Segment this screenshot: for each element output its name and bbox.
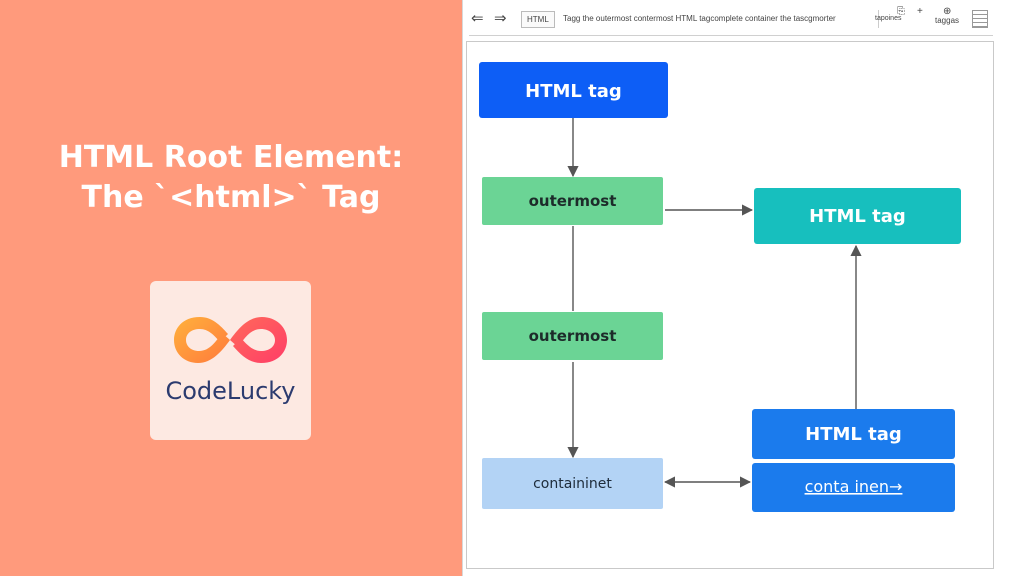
logo-text: CodeLucky — [165, 377, 296, 405]
node-top-html-tag-label: HTML tag — [525, 81, 622, 102]
node-outermost-1-label: outermost — [529, 192, 617, 210]
logo-card: CodeLucky — [150, 281, 311, 440]
node-container-right-label: conta inen→ — [805, 477, 903, 496]
browser-toolbar: ⇐ ⇒ HTML Tagg the outermost contermost H… — [467, 4, 995, 34]
arrow-left-icon[interactable]: ⇐ — [471, 10, 484, 27]
bookmark-icon[interactable]: ⎘ — [897, 6, 905, 17]
node-outermost-1[interactable]: outermost — [482, 177, 663, 225]
toolbar-divider — [878, 10, 879, 28]
node-right-html-tag-top[interactable]: HTML tag — [754, 188, 961, 244]
node-right-html-tag-top-label: HTML tag — [809, 206, 906, 227]
toolbar-extra-label: tapoines — [875, 15, 902, 22]
title-line-2: The `<html>` Tag — [81, 180, 381, 215]
node-outermost-2-label: outermost — [529, 327, 617, 345]
slide-title: HTML Root Element: The `<html>` Tag — [0, 138, 462, 218]
address-bar[interactable]: Tagg the outermost contermost HTML tagco… — [563, 14, 836, 23]
node-top-html-tag[interactable]: HTML tag — [479, 62, 668, 118]
node-right-html-tag-bottom[interactable]: HTML tag — [752, 409, 955, 459]
menu-icon[interactable] — [972, 10, 988, 28]
toolbar-divider-line — [469, 35, 993, 36]
node-container-left-label: containinet — [533, 476, 612, 492]
arrow-right-icon[interactable]: ⇒ — [494, 10, 507, 27]
diagram-canvas — [466, 41, 994, 569]
node-container-left[interactable]: containinet — [482, 458, 663, 509]
globe-icon[interactable]: ⊕ — [943, 6, 952, 17]
node-outermost-2[interactable]: outermost — [482, 312, 663, 360]
slide-title-panel: HTML Root Element: The `<html>` Tag Code… — [0, 0, 462, 576]
infinity-logo-icon — [174, 317, 287, 363]
add-icon[interactable]: + — [917, 6, 923, 17]
toolbar-tag-label: taggas — [935, 16, 960, 25]
node-right-html-tag-bottom-label: HTML tag — [805, 424, 902, 445]
title-line-1: HTML Root Element: — [58, 140, 404, 175]
node-container-right[interactable]: conta inen→ — [752, 463, 955, 512]
tab-html[interactable]: HTML — [521, 11, 555, 28]
